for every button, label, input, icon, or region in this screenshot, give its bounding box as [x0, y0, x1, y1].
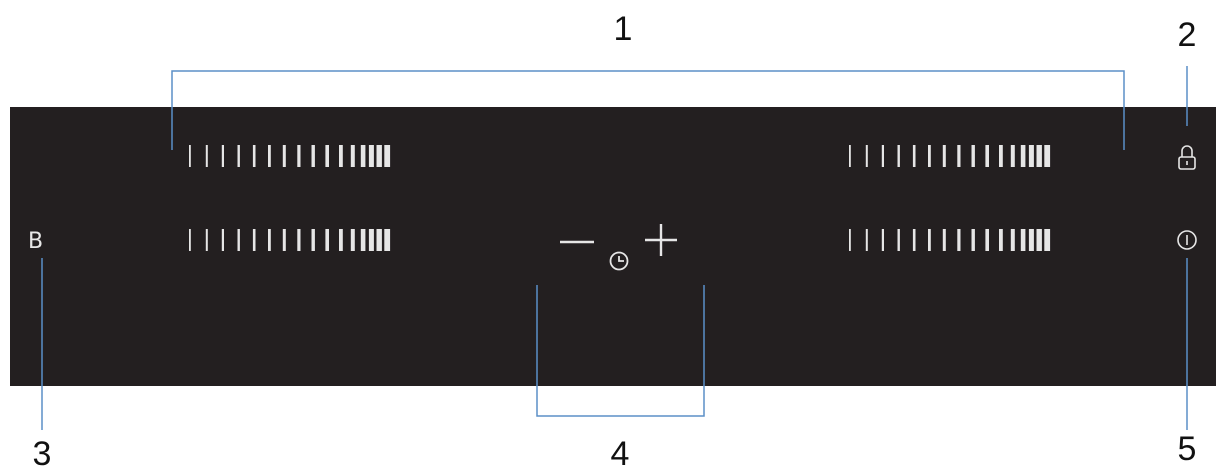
callout-3: 3: [32, 435, 52, 473]
slider-segment[interactable]: [360, 145, 366, 167]
slider-segment[interactable]: [252, 145, 256, 167]
slider-segment[interactable]: [268, 229, 271, 251]
slider-segment[interactable]: [1020, 145, 1026, 167]
slider-front-left[interactable]: [189, 145, 391, 167]
slider-segment[interactable]: [205, 145, 208, 167]
slider-segment[interactable]: [237, 145, 240, 167]
slider-segment[interactable]: [942, 145, 946, 167]
slider-segment[interactable]: [1020, 229, 1026, 251]
slider-segment[interactable]: [339, 145, 343, 167]
slider-segment[interactable]: [311, 145, 315, 167]
slider-segment[interactable]: [189, 229, 191, 251]
slider-segment[interactable]: [849, 145, 851, 167]
slider-segment[interactable]: [268, 145, 271, 167]
slider-segment[interactable]: [368, 229, 374, 251]
slider-segment[interactable]: [912, 229, 916, 251]
slider-segment[interactable]: [971, 145, 975, 167]
plus-icon[interactable]: [645, 224, 677, 256]
slider-segment[interactable]: [928, 229, 931, 251]
lock-icon[interactable]: [1178, 145, 1196, 170]
slider-segment[interactable]: [957, 229, 961, 251]
callout-1: 1: [613, 10, 633, 48]
slider-segment[interactable]: [376, 229, 382, 251]
slider-segment[interactable]: [282, 145, 286, 167]
slider-segment[interactable]: [1036, 229, 1042, 251]
slider-segment[interactable]: [368, 145, 374, 167]
slider-segment[interactable]: [985, 229, 989, 251]
leader-line-4: [536, 285, 705, 417]
slider-segment[interactable]: [865, 145, 868, 167]
slider-segment[interactable]: [297, 145, 301, 167]
slider-segment[interactable]: [1036, 145, 1042, 167]
slider-segment[interactable]: [350, 145, 355, 167]
slider-segment[interactable]: [881, 145, 884, 167]
slider-segment[interactable]: [384, 229, 391, 251]
callout-4: 4: [610, 435, 630, 473]
slider-segment[interactable]: [189, 145, 191, 167]
slider-segment[interactable]: [865, 229, 868, 251]
slider-rear-left[interactable]: [189, 229, 391, 251]
slider-segment[interactable]: [1010, 145, 1015, 167]
power-icon[interactable]: [1177, 230, 1197, 250]
slider-segment[interactable]: [360, 229, 366, 251]
slider-segment[interactable]: [897, 145, 900, 167]
slider-segment[interactable]: [311, 229, 315, 251]
slider-segment[interactable]: [282, 229, 286, 251]
slider-segment[interactable]: [942, 229, 946, 251]
slider-segment[interactable]: [999, 145, 1003, 167]
slider-segment[interactable]: [205, 229, 208, 251]
slider-segment[interactable]: [339, 229, 343, 251]
slider-segment[interactable]: [376, 145, 382, 167]
slider-front-right[interactable]: [849, 145, 1051, 167]
boost-button[interactable]: B: [28, 229, 44, 254]
slider-segment[interactable]: [237, 229, 240, 251]
slider-segment[interactable]: [252, 229, 256, 251]
leader-line-1: [171, 70, 1125, 150]
slider-segment[interactable]: [1028, 145, 1034, 167]
slider-segment[interactable]: [221, 145, 224, 167]
slider-segment[interactable]: [985, 145, 989, 167]
slider-segment[interactable]: [1044, 145, 1051, 167]
slider-segment[interactable]: [325, 229, 329, 251]
slider-rear-right[interactable]: [849, 229, 1051, 251]
slider-segment[interactable]: [999, 229, 1003, 251]
slider-segment[interactable]: [1010, 229, 1015, 251]
callout-2: 2: [1177, 16, 1197, 54]
slider-segment[interactable]: [297, 229, 301, 251]
slider-segment[interactable]: [971, 229, 975, 251]
slider-segment[interactable]: [849, 229, 851, 251]
slider-segment[interactable]: [912, 145, 916, 167]
slider-segment[interactable]: [1028, 229, 1034, 251]
slider-segment[interactable]: [221, 229, 224, 251]
slider-segment[interactable]: [897, 229, 900, 251]
slider-segment[interactable]: [350, 229, 355, 251]
slider-segment[interactable]: [881, 229, 884, 251]
clock-icon[interactable]: [609, 251, 629, 271]
slider-segment[interactable]: [1044, 229, 1051, 251]
slider-segment[interactable]: [957, 145, 961, 167]
callout-5: 5: [1177, 430, 1197, 468]
slider-segment[interactable]: [384, 145, 391, 167]
control-panel: [10, 107, 1216, 386]
slider-segment[interactable]: [325, 145, 329, 167]
slider-segment[interactable]: [928, 145, 931, 167]
